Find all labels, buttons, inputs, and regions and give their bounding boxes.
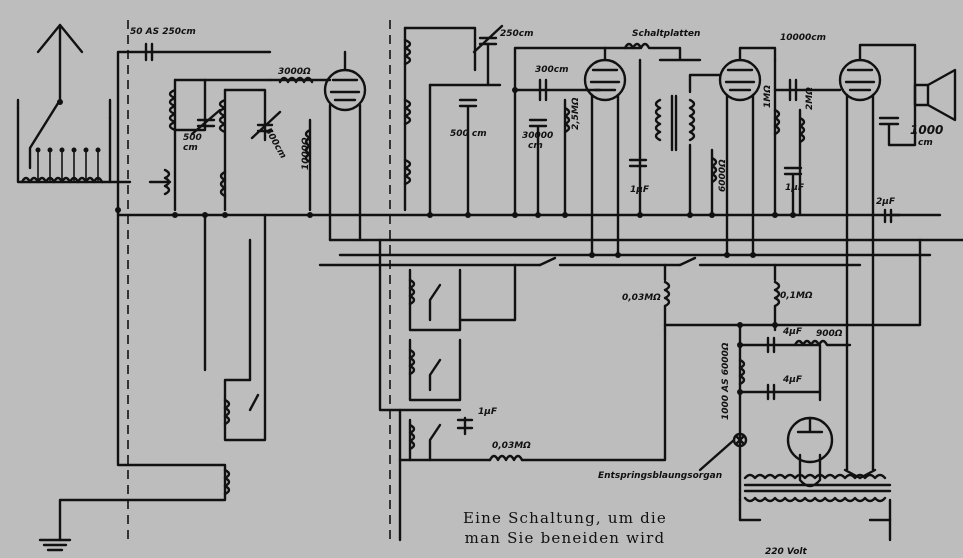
label-lamp: Entspringsblaungsorgan	[598, 471, 722, 481]
label-cap-4uf-b: 4μF	[782, 375, 803, 385]
label-cap-10000: 10000cm	[780, 33, 826, 43]
junction-dots	[115, 87, 796, 395]
antenna-symbol	[28, 23, 84, 170]
label-cap-1uf-c: 1μF	[478, 407, 498, 417]
label-schaltplatten: Schaltplatten	[632, 29, 700, 39]
switch-bank	[378, 238, 667, 542]
label-cap-1000-unit: cm	[918, 138, 933, 148]
power-transformer	[738, 468, 892, 542]
label-cap-500a-unit: cm	[183, 143, 198, 153]
label-res-003b: 0,03MΩ	[492, 441, 531, 451]
label-mains: 220 Volt	[765, 547, 807, 557]
label-res-003a: 0,03MΩ	[622, 293, 661, 303]
label-cap-500b: 500cm	[262, 127, 287, 161]
filter-network	[663, 238, 922, 502]
cap-2uf	[883, 208, 942, 224]
grid-resistor-3000	[278, 76, 314, 84]
label-cap-4uf-a: 4μF	[782, 327, 803, 337]
label-cap-250: 250cm	[500, 29, 534, 39]
antenna-tap-switch	[16, 98, 132, 184]
middle-coils	[403, 24, 642, 217]
speaker-symbol	[913, 68, 957, 122]
rectifier-tube	[786, 416, 834, 488]
tube-2	[583, 42, 702, 257]
label-cap-500c: 500 cm	[450, 129, 487, 139]
label-cap-1uf-b: 1μF	[785, 183, 805, 193]
label-cap-1uf-a: 1μF	[630, 185, 650, 195]
caption-line-1: Eine Schaltung, um die	[463, 509, 667, 527]
label-cap-30000: 30000	[522, 131, 553, 141]
label-cap-30000-unit: cm	[528, 141, 543, 151]
label-res-1mohm: 1MΩ	[763, 85, 773, 108]
res-003	[488, 454, 524, 462]
input-coils	[148, 76, 332, 212]
label-res-900: 900Ω	[816, 329, 843, 339]
label-cap-300: 300cm	[535, 65, 569, 75]
ground-lead	[38, 208, 267, 552]
caption-line-2: man Sie beneiden wird	[464, 529, 666, 547]
label-res-2mohm-b: 2MΩ	[805, 87, 815, 110]
interstage-transformer	[628, 58, 722, 217]
tube-4	[838, 43, 917, 472]
label-res-6000: 6000Ω	[718, 159, 728, 192]
label-cap-500a: 500	[183, 133, 202, 143]
tube-3	[718, 46, 842, 257]
label-res-01: 0,1MΩ	[780, 291, 813, 301]
label-cap-1000: 1000	[910, 123, 943, 137]
label-res-1000-6000: 1000 AS 6000Ω	[721, 342, 731, 420]
label-res-3000: 3000Ω	[278, 67, 311, 77]
label-antenna-caps: 50 AS 250cm	[130, 27, 196, 37]
component-labels: 50 AS 250cm 3000Ω 250cm Schaltplatten 30…	[130, 27, 943, 557]
tube-1	[323, 50, 963, 242]
label-res-1000: 1000Ω	[301, 137, 311, 170]
antenna-capacitor	[144, 42, 154, 62]
label-res-2mohm-a: 2,5MΩ	[571, 97, 581, 130]
label-cap-2uf: 2μF	[876, 197, 896, 207]
caption: Eine Schaltung, um die man Sie beneiden …	[440, 508, 690, 548]
